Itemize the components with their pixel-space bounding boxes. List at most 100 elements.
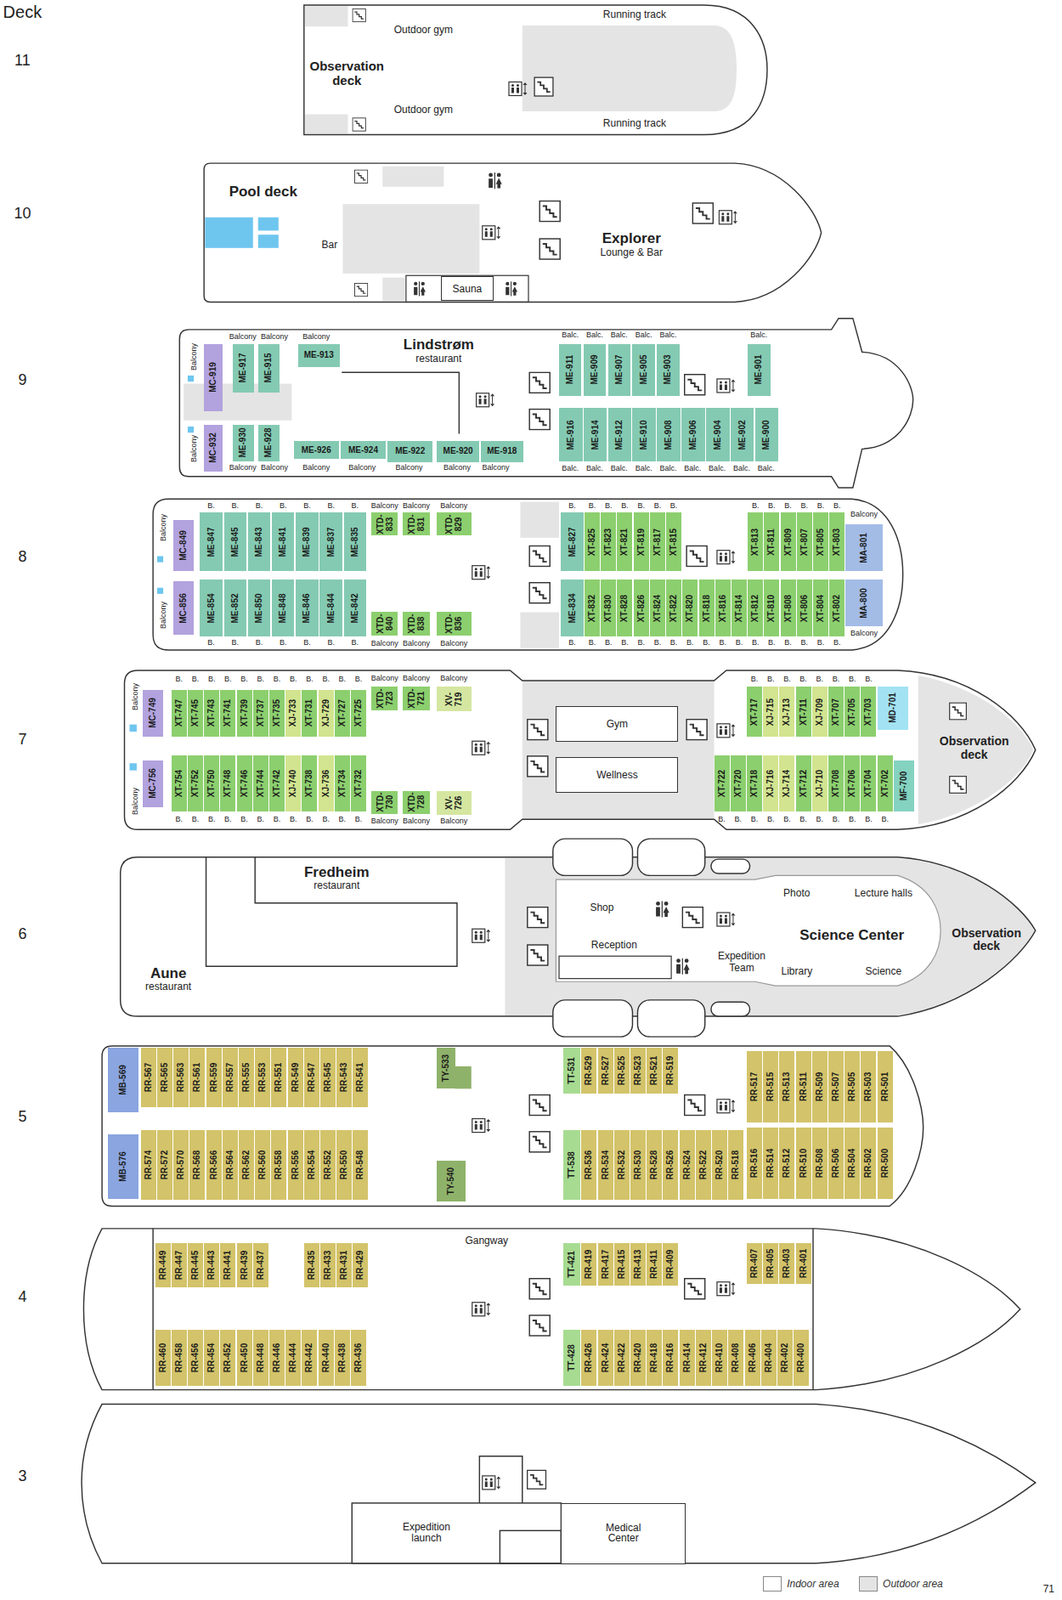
deck-3-outline: [81, 1403, 1036, 1563]
balcony-label: B.: [702, 638, 711, 648]
deck-7-outline: [918, 675, 1034, 825]
cabin-box: RR-557: [222, 1047, 238, 1108]
cabin-box: ME-922: [387, 440, 433, 463]
cabin-number: XTD-836: [445, 613, 464, 635]
cabin-number: MC-749: [148, 690, 159, 736]
cabin-number: RR-534: [600, 1130, 611, 1199]
cabin-box: RR-567: [141, 1047, 157, 1108]
cabin-box: XT-712: [796, 755, 812, 812]
legend-swatch: [858, 1576, 878, 1592]
cabin-box: XT-727: [334, 689, 351, 737]
balcony-label: B.: [588, 638, 597, 648]
cabin-box: ME-904: [706, 407, 730, 461]
cabin-number: ME-901: [754, 344, 764, 396]
area-label: Outdoor gym: [394, 24, 453, 36]
cabin-number: XT-735: [272, 690, 283, 736]
cabin-box: RR-524: [679, 1129, 695, 1200]
cabin-box: RR-574: [141, 1129, 157, 1200]
cabin-number: XT-707: [831, 687, 842, 736]
cabin-number: XTD-723: [375, 688, 394, 710]
cabin-box: ME-920: [436, 440, 480, 463]
deck-7-outline: [527, 756, 548, 777]
balcony-label: B.: [717, 815, 726, 825]
cabin-number: XTD-831: [406, 513, 425, 535]
cabin-box: XT-816: [715, 579, 731, 637]
cabin-number: ME-846: [302, 580, 312, 636]
cabin-box: MB-576: [107, 1134, 139, 1199]
balcony-label: B.: [240, 675, 249, 684]
balcony-label: B.: [208, 675, 216, 684]
deck-7-outline: [949, 776, 967, 794]
cabin-box: ME-910: [632, 407, 656, 461]
cabin-box: ME-905: [632, 344, 655, 396]
balcony-label: B.: [321, 675, 330, 684]
deck-8-outline: [717, 550, 736, 565]
room-name: Gym: [606, 718, 628, 730]
cabin-box: XT-802: [829, 579, 845, 637]
cabin-box: XT-720: [730, 755, 746, 812]
balcony-label: Balcony: [402, 674, 430, 684]
cabin-number: XJ-714: [782, 756, 792, 811]
cabin-number: RR-507: [831, 1051, 842, 1122]
cabin-box: XJ-715: [762, 686, 779, 737]
deck-10-outline: [406, 275, 529, 302]
area-label: Science Center: [799, 927, 904, 944]
cabin-number: MC-756: [148, 761, 159, 807]
cabin-number: RR-548: [355, 1130, 366, 1199]
cabin-number: XJ-736: [321, 756, 331, 811]
deck-9-outline: [476, 393, 496, 407]
cabin-number: XT-737: [256, 690, 266, 736]
cabin-box: RR-500: [877, 1127, 893, 1199]
cabin-box: RR-510: [796, 1127, 812, 1199]
cabin-number: ME-854: [206, 580, 216, 636]
cabin-box: MC-856: [173, 581, 194, 634]
cabin-number: RR-549: [290, 1048, 300, 1107]
balcony-label: B.: [207, 638, 215, 648]
cabin-box: RR-527: [598, 1047, 614, 1094]
deck-10-outline: [342, 203, 480, 274]
balcony-label: B.: [784, 502, 792, 511]
cabin-box: ME-930: [232, 424, 255, 462]
balcony-label: Balc.: [659, 464, 677, 474]
balcony-label: Balc.: [635, 464, 653, 474]
cabin-box: XT-808: [780, 579, 797, 637]
deck-4-outline: [529, 1315, 550, 1336]
cabin-box: TT-538: [563, 1129, 581, 1200]
cabin-number: XT-809: [783, 513, 793, 571]
cabin-number: RR-505: [847, 1051, 858, 1122]
cabin-number: RR-419: [584, 1243, 594, 1285]
cabin-number: RR-439: [239, 1243, 249, 1288]
cabin-number: XT-746: [239, 756, 249, 811]
balcony-label: Balcony: [131, 787, 141, 815]
cabin-number: ME-841: [278, 513, 289, 571]
cabin-number: RR-431: [339, 1243, 350, 1288]
cabin-number: RR-515: [766, 1051, 776, 1122]
cabin-box: XJ-736: [318, 755, 334, 812]
cabin-box: ME-827: [560, 512, 583, 572]
cabin-number: RR-519: [666, 1048, 676, 1093]
cabin-box: XJ-709: [812, 686, 828, 737]
balcony-label: Balcony: [260, 333, 289, 343]
deck-4-outline: [812, 1228, 814, 1390]
area-label: Lecture halls: [854, 887, 913, 899]
cabin-box: RR-536: [581, 1129, 597, 1200]
area-label: Observation deck: [943, 926, 1029, 954]
cabin-box: XTD-838: [402, 611, 430, 636]
balcony-label: Balc.: [757, 464, 775, 474]
cabin-number: RR-400: [796, 1330, 807, 1385]
balcony-label: B.: [686, 638, 695, 648]
balcony-label: Balcony: [440, 502, 468, 511]
cabin-number: RR-445: [191, 1243, 201, 1288]
cabin-box: RR-507: [828, 1050, 844, 1123]
area-label: Library: [780, 966, 813, 978]
balcony-label: B.: [289, 815, 298, 825]
deck-6-outline: [206, 857, 458, 966]
cabin-number: ME-926: [301, 445, 332, 455]
deck-number: 4: [17, 1288, 27, 1306]
cabin-box: ME-834: [560, 579, 583, 637]
deck-4-outline: [83, 1228, 1020, 1390]
deck-7-outline: [686, 719, 707, 741]
deck-9-outline: [179, 318, 913, 488]
cabin-number: RR-562: [242, 1130, 252, 1199]
cabin-number: RR-529: [584, 1048, 594, 1093]
